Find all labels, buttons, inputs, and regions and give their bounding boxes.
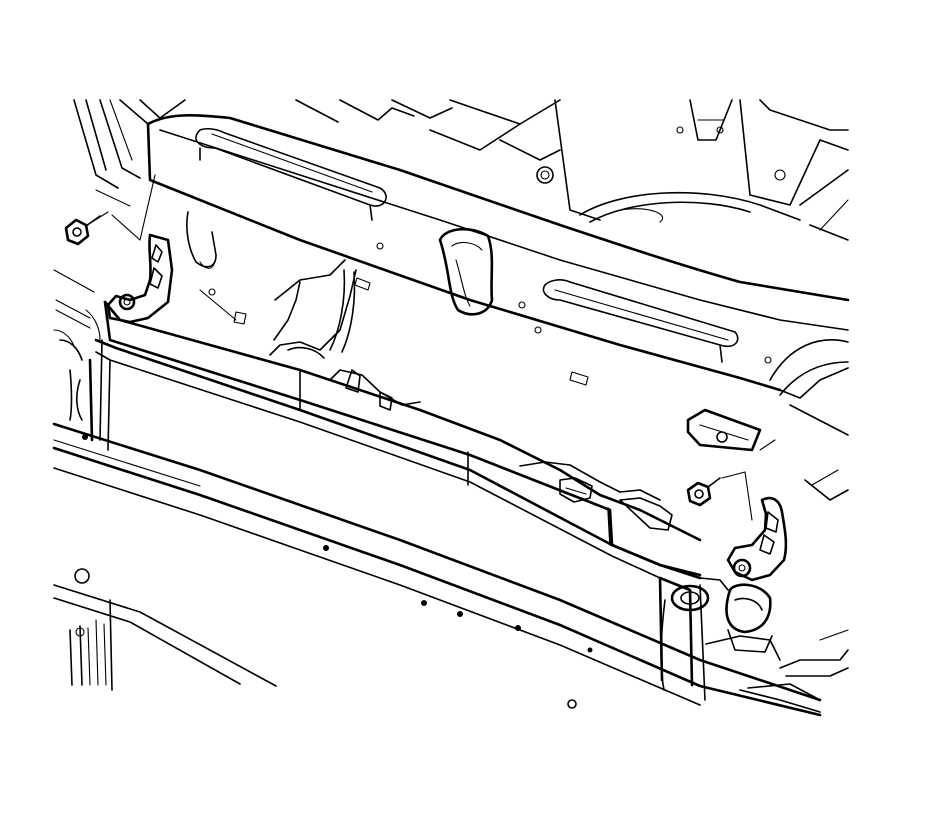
left-bolt — [64, 211, 109, 246]
body-structure-background — [73, 99, 849, 241]
right-leader-line — [721, 471, 753, 521]
left-mounting-bracket — [106, 211, 217, 324]
left-support-edge — [69, 369, 73, 421]
radiator-upper-air-baffle — [103, 259, 702, 577]
right-mounting-bracket — [670, 496, 788, 653]
front-bumper-beam — [52, 422, 849, 717]
left-leader-line — [111, 174, 156, 241]
radiator-support-upper-tie-bar — [146, 114, 850, 501]
radiator — [53, 299, 706, 701]
right-bolt — [686, 477, 721, 507]
